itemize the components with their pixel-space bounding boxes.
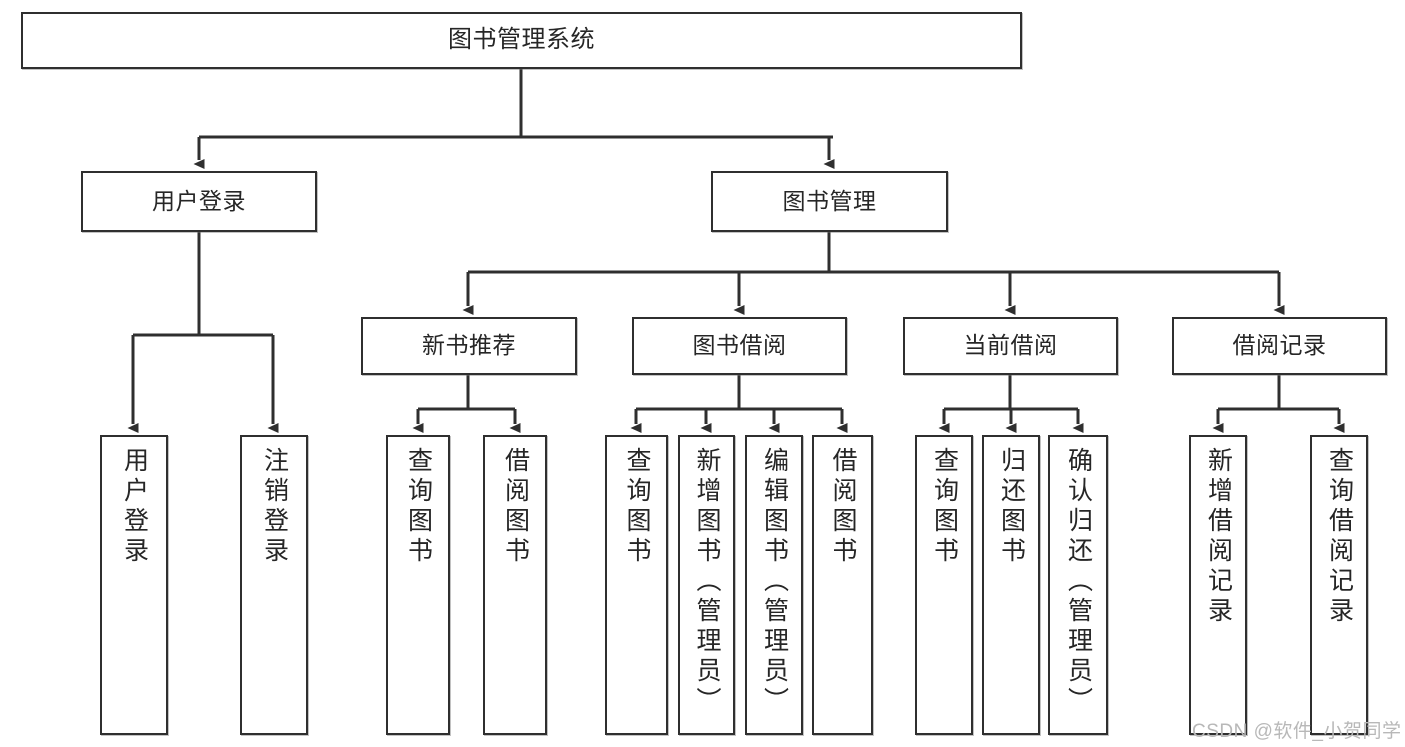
- leaf-add-book-admin[interactable]: 新增图书（管理员）: [678, 435, 735, 735]
- leaf-add-book-admin-label: 新增图书（管理员）: [693, 447, 721, 717]
- leaf-current-query-book[interactable]: 查询图书: [915, 435, 973, 735]
- node-root[interactable]: 图书管理系统: [21, 12, 1022, 69]
- leaf-recommend-query-book-label: 查询图书: [404, 447, 433, 567]
- node-borrow-records-label: 借阅记录: [1232, 332, 1327, 359]
- node-new-book-recommend[interactable]: 新书推荐: [361, 317, 577, 375]
- node-book-borrow-label: 图书借阅: [692, 332, 787, 359]
- leaf-recommend-query-book[interactable]: 查询图书: [386, 435, 450, 735]
- leaf-add-borrow-record[interactable]: 新增借阅记录: [1189, 435, 1247, 735]
- leaf-confirm-return-admin[interactable]: 确认归还（管理员）: [1048, 435, 1108, 735]
- node-book-management-label: 图书管理: [782, 187, 877, 214]
- leaf-return-book[interactable]: 归还图书: [982, 435, 1040, 735]
- node-user-login[interactable]: 用户登录: [81, 171, 317, 232]
- watermark: CSDN @软件_小贺同学: [1192, 721, 1402, 742]
- leaf-add-borrow-record-label: 新增借阅记录: [1204, 447, 1233, 627]
- leaf-borrow-book[interactable]: 借阅图书: [812, 435, 873, 735]
- leaf-query-borrow-record-label: 查询借阅记录: [1325, 447, 1354, 627]
- leaf-borrow-book-label: 借阅图书: [829, 447, 857, 567]
- leaf-logout-label: 注销登录: [260, 447, 289, 567]
- node-book-management[interactable]: 图书管理: [711, 171, 948, 232]
- node-current-borrow-label: 当前借阅: [963, 332, 1058, 359]
- leaf-edit-book-admin[interactable]: 编辑图书（管理员）: [745, 435, 803, 735]
- node-user-login-label: 用户登录: [152, 187, 246, 214]
- leaf-user-login[interactable]: 用户登录: [100, 435, 168, 735]
- leaf-return-book-label: 归还图书: [997, 447, 1026, 567]
- leaf-recommend-borrow-book-label: 借阅图书: [501, 447, 530, 567]
- leaf-logout[interactable]: 注销登录: [240, 435, 308, 735]
- leaf-borrow-query-book-label: 查询图书: [623, 447, 651, 567]
- leaf-edit-book-admin-label: 编辑图书（管理员）: [760, 447, 789, 717]
- leaf-query-borrow-record[interactable]: 查询借阅记录: [1310, 435, 1368, 735]
- node-book-borrow[interactable]: 图书借阅: [632, 317, 847, 375]
- leaf-confirm-return-admin-label: 确认归还（管理员）: [1064, 447, 1093, 717]
- leaf-current-query-book-label: 查询图书: [930, 447, 959, 567]
- leaf-borrow-query-book[interactable]: 查询图书: [605, 435, 668, 735]
- leaf-user-login-label: 用户登录: [120, 447, 149, 567]
- node-borrow-records[interactable]: 借阅记录: [1172, 317, 1387, 375]
- node-new-book-recommend-label: 新书推荐: [422, 332, 516, 359]
- node-current-borrow[interactable]: 当前借阅: [903, 317, 1118, 375]
- node-root-label: 图书管理系统: [448, 26, 595, 54]
- leaf-recommend-borrow-book[interactable]: 借阅图书: [483, 435, 547, 735]
